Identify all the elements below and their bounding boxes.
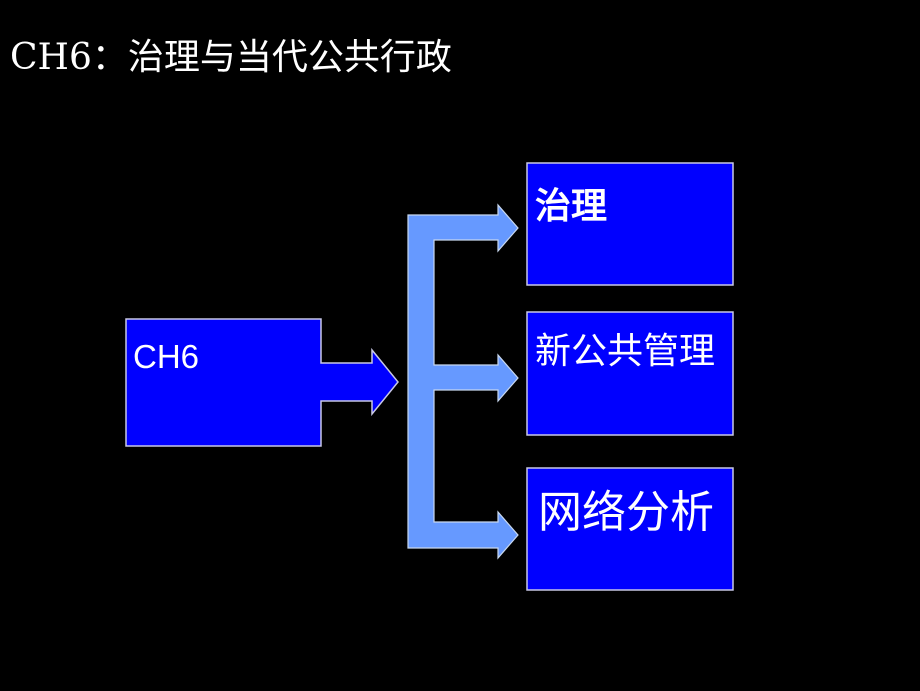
target-label-governance: 治理: [535, 186, 608, 227]
target-box-network-analysis: [526, 467, 734, 591]
source-box-arrow: [125, 318, 399, 447]
target-label-network-analysis: 网络分析: [538, 487, 714, 538]
bracket-arrow: [407, 203, 519, 560]
slide-title: CH6：治理与当代公共行政: [10, 37, 452, 78]
target-box-new-public-management: [526, 311, 734, 436]
source-label: CH6: [133, 338, 200, 375]
target-box-governance: [526, 162, 734, 286]
target-label-new-public-management: 新公共管理: [535, 331, 716, 372]
